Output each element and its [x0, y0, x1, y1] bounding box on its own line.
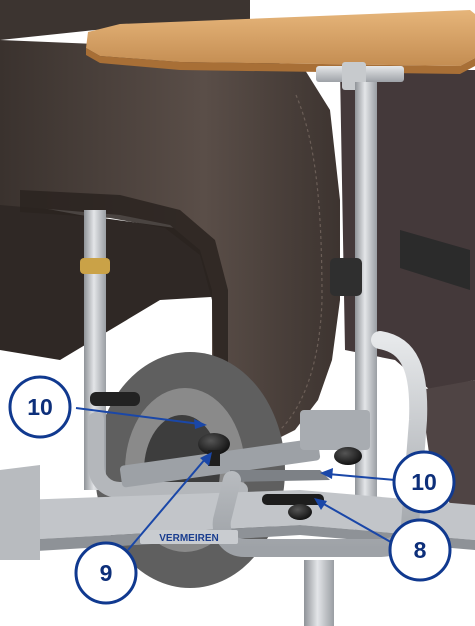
callout-9: 9	[74, 541, 138, 605]
base-rail	[20, 490, 475, 540]
callout-label: 9	[100, 560, 113, 586]
tilt-bracket	[300, 410, 370, 450]
leader-arrow-10-right	[320, 468, 333, 479]
leader-arrow-9	[200, 452, 212, 466]
leader-line-8	[321, 502, 397, 546]
armrest-upholstery	[0, 40, 340, 445]
adjust-knob-10-right	[334, 447, 362, 465]
brand-plate	[140, 530, 238, 544]
brake-lever-left	[90, 392, 140, 406]
backrest-latch	[330, 258, 362, 296]
callout-10-left: 10	[8, 375, 72, 439]
left-post-clip	[80, 258, 110, 274]
backrest-strap	[400, 230, 470, 290]
left-base-foot	[0, 465, 40, 560]
callout-label: 10	[411, 469, 437, 495]
brand-logo-text: VERMEIREN	[159, 533, 218, 544]
callout-label: 10	[27, 394, 53, 420]
base-rail-shadow	[20, 525, 475, 552]
side-cushion-right-lower	[420, 380, 475, 520]
callout-label: 8	[414, 537, 427, 563]
armrest-stitching	[279, 94, 323, 431]
adjust-knob-8	[288, 504, 312, 520]
leader-line-10-left	[75, 407, 201, 425]
tray-table-top	[86, 10, 475, 66]
leader-line-10-right	[327, 473, 396, 481]
callout-8: 8	[388, 518, 452, 582]
tray-support-post	[355, 82, 377, 552]
adjust-knob-9	[198, 433, 230, 455]
adjust-handle-8	[262, 494, 324, 505]
leader-line-9	[127, 457, 207, 551]
callout-10-right: 10	[392, 450, 456, 514]
frame-loop-left	[88, 412, 248, 498]
pedestal-column	[304, 560, 334, 626]
leader-arrow-8	[314, 498, 327, 510]
gas-spring	[230, 470, 330, 482]
backrest-upholstery	[0, 0, 250, 40]
leader-arrow-10-left	[194, 419, 207, 429]
